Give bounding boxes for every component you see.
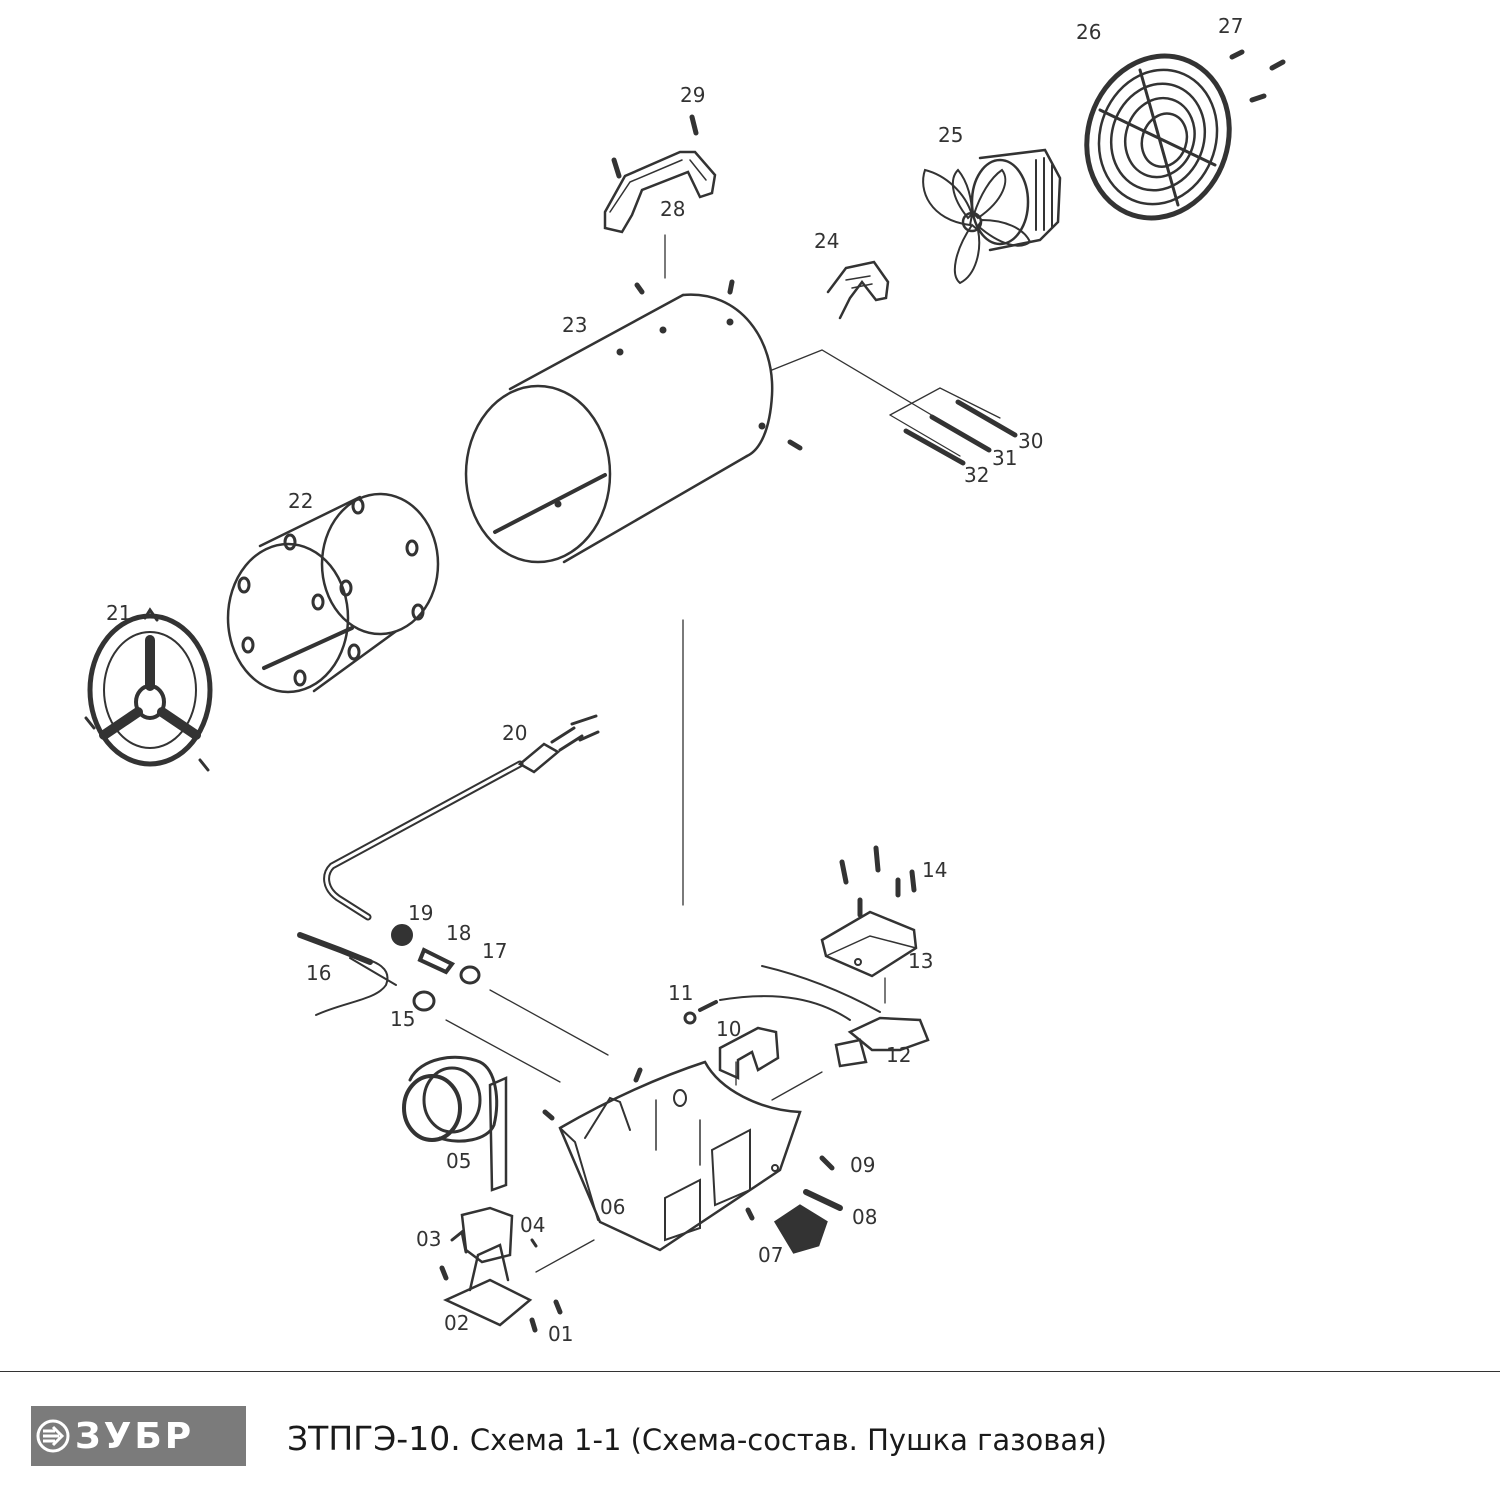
footer-divider bbox=[0, 1371, 1500, 1372]
part-17-nut bbox=[459, 965, 481, 985]
label-27: 27 bbox=[1218, 14, 1243, 38]
label-16: 16 bbox=[306, 961, 331, 985]
label-08: 08 bbox=[852, 1205, 877, 1229]
label-29: 29 bbox=[680, 83, 705, 107]
label-21: 21 bbox=[106, 601, 131, 625]
label-17: 17 bbox=[482, 939, 507, 963]
label-10: 10 bbox=[716, 1017, 741, 1041]
part-15-nut bbox=[412, 990, 436, 1012]
scheme-caption: Схема 1-1 (Схема-состав. Пушка газовая) bbox=[469, 1423, 1107, 1457]
part-24-bracket bbox=[826, 260, 890, 320]
label-13: 13 bbox=[908, 949, 933, 973]
part-16-thermocouple bbox=[297, 932, 397, 1016]
label-09: 09 bbox=[850, 1153, 875, 1177]
part-21-front-plate bbox=[84, 607, 213, 772]
label-18: 18 bbox=[446, 921, 471, 945]
part-13-ignition-module bbox=[820, 910, 918, 978]
label-25: 25 bbox=[938, 123, 963, 147]
label-04: 04 bbox=[520, 1213, 545, 1237]
part-19-cap bbox=[391, 924, 413, 946]
label-23: 23 bbox=[562, 313, 587, 337]
part-02-burner-base bbox=[443, 1243, 533, 1327]
part-23-outer-housing bbox=[464, 279, 803, 564]
part-14-screws bbox=[839, 845, 917, 918]
part-25-fan-motor bbox=[922, 148, 1062, 285]
part-29-screws bbox=[611, 114, 699, 179]
part-01-screws bbox=[439, 1265, 563, 1333]
part-12-gas-valve bbox=[719, 965, 930, 1068]
exploded-parts-diagram: 01 02 03 04 05 06 07 08 09 10 11 12 13 1… bbox=[84, 14, 1286, 1346]
part-10-clip bbox=[718, 1026, 780, 1080]
brand-name: ЗУБР bbox=[75, 1415, 195, 1457]
label-30: 30 bbox=[1018, 429, 1043, 453]
label-32: 32 bbox=[964, 463, 989, 487]
label-26: 26 bbox=[1076, 20, 1101, 44]
part-09-screw bbox=[819, 1155, 835, 1171]
part-22-inner-cylinder bbox=[226, 492, 440, 694]
label-12: 12 bbox=[886, 1043, 911, 1067]
model-number: ЗТПГЭ-10. bbox=[287, 1419, 461, 1458]
label-01: 01 bbox=[548, 1322, 573, 1346]
assembly-lines bbox=[445, 234, 1001, 1273]
label-19: 19 bbox=[408, 901, 433, 925]
label-15: 15 bbox=[390, 1007, 415, 1031]
part-26-fan-guard bbox=[1084, 53, 1232, 221]
part-11-nut bbox=[683, 1000, 718, 1025]
label-22: 22 bbox=[288, 489, 313, 513]
label-28: 28 bbox=[660, 197, 685, 221]
label-31: 31 bbox=[992, 446, 1017, 470]
brand-logo: ЗУБР bbox=[31, 1406, 246, 1466]
part-27-screws bbox=[1229, 49, 1286, 103]
part-08-pin bbox=[803, 1189, 843, 1211]
label-14: 14 bbox=[922, 858, 947, 882]
label-06: 06 bbox=[600, 1195, 625, 1219]
label-03: 03 bbox=[416, 1227, 441, 1251]
part-05-regulator bbox=[402, 1055, 508, 1192]
label-07: 07 bbox=[758, 1243, 783, 1267]
part-18-fitting bbox=[417, 947, 456, 975]
label-02: 02 bbox=[444, 1311, 469, 1335]
label-24: 24 bbox=[814, 229, 839, 253]
part-07-switch bbox=[773, 1204, 828, 1254]
label-11: 11 bbox=[668, 981, 693, 1005]
part-28-handle bbox=[603, 150, 717, 234]
page-title: ЗТПГЭ-10. Схема 1-1 (Схема-состав. Пушка… bbox=[287, 1419, 1107, 1458]
label-05: 05 bbox=[446, 1149, 471, 1173]
part-20-power-cord bbox=[323, 714, 600, 921]
part-06-base bbox=[542, 1060, 802, 1252]
arrow-icon bbox=[31, 1406, 75, 1466]
label-20: 20 bbox=[502, 721, 527, 745]
part-30-32-rods bbox=[903, 399, 1018, 466]
part-03-04-components bbox=[450, 1206, 538, 1264]
